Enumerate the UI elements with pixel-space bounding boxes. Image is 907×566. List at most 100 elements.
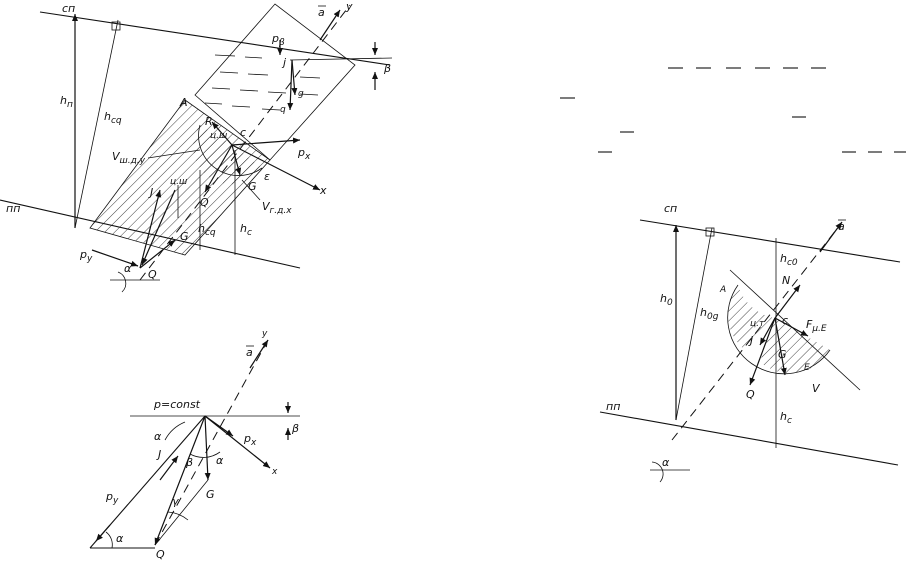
circle-arc-right — [727, 284, 831, 375]
Q-vector — [154, 415, 206, 546]
Q-vector-right — [749, 317, 776, 386]
label-G-r: G — [778, 348, 787, 361]
label-Q-center: Q — [200, 196, 209, 209]
section-line — [729, 269, 861, 391]
label-J: J — [148, 186, 153, 199]
label-a: a — [318, 6, 325, 19]
label-alpha-mid: α — [216, 454, 224, 467]
label-A-r: A — [719, 285, 726, 295]
label-ush-r: ц.т — [750, 319, 765, 329]
label-pp-r: пп — [606, 400, 620, 413]
label-ush-2: ц.ш — [170, 177, 187, 187]
figure-top-left: сп пп a y hп hcq pβ β j g q A R ц.ш c px… — [0, 0, 393, 293]
label-beta-mid: β — [185, 456, 193, 469]
label-ush: ц.ш — [210, 131, 227, 141]
label-h-c-r: hc — [780, 410, 792, 426]
label-pp: пп — [6, 202, 20, 215]
label-h-0: h0 — [660, 292, 673, 308]
label-a-b: a — [246, 346, 253, 359]
label-G-b: G — [206, 488, 215, 501]
V-vector — [774, 317, 787, 376]
a-vector — [319, 9, 341, 41]
h-0g-line — [675, 227, 713, 421]
label-G-right: G — [248, 180, 257, 193]
free-surface-line — [39, 11, 391, 66]
free-surface-right — [639, 219, 901, 263]
label-beta-top: β — [291, 422, 299, 435]
a-axis-dashed — [154, 339, 269, 546]
J-vector-right — [759, 317, 776, 346]
circle-arc — [198, 124, 263, 176]
label-alpha-bottom: α — [116, 532, 124, 545]
h-cg-line — [74, 19, 119, 229]
label-x: x — [319, 184, 327, 197]
figure-right: сп пп a hc0 N h0 h0g A ц.т c Fμ.E J G E … — [599, 202, 901, 483]
label-c: c — [240, 126, 246, 139]
label-sp-r: сп — [664, 202, 677, 215]
label-A: A — [179, 96, 188, 109]
bottom-right — [599, 411, 899, 466]
label-gamma: γ — [172, 495, 179, 508]
q-arrow — [291, 59, 298, 96]
label-j: j — [281, 56, 287, 69]
label-epsilon: ε — [264, 170, 270, 183]
scattered-dashes — [560, 67, 906, 153]
label-q: q — [280, 105, 286, 115]
circle-hatch — [193, 125, 262, 185]
label-h-c: hc — [240, 222, 252, 238]
label-Q-b: Q — [156, 548, 165, 561]
N-vector — [774, 284, 801, 319]
label-a-r: a — [838, 220, 845, 233]
hatched-region — [90, 100, 270, 255]
label-h-c0: hc0 — [780, 252, 798, 268]
label-h-p: hп — [60, 94, 73, 110]
label-N: N — [782, 274, 790, 287]
label-h-0g: h0g — [700, 306, 719, 322]
label-p-y-b: py — [105, 490, 119, 506]
label-p-beta: pβ — [271, 32, 285, 48]
label-R: R — [205, 115, 213, 128]
R-arrow — [211, 121, 233, 146]
x-axis-vector — [204, 415, 271, 469]
hatched-box-outline — [89, 99, 271, 256]
label-V-r: V — [812, 382, 821, 395]
label-alpha-r: α — [662, 456, 670, 469]
label-Q-bottom: Q — [148, 268, 157, 281]
label-p-const: p=const — [153, 398, 201, 411]
alpha-arc — [117, 271, 127, 293]
G-right-arrow — [231, 144, 242, 176]
y-axis-dashed — [139, 4, 351, 281]
label-sp: сп — [62, 2, 75, 15]
label-F: Fμ.E — [806, 318, 827, 334]
label-p-y: py — [79, 248, 93, 264]
label-alpha: α — [124, 262, 132, 275]
label-J-b: J — [156, 448, 161, 461]
p-x-vector — [204, 415, 234, 437]
label-V-gx: Vг.д.х — [262, 200, 292, 216]
label-c-r: c — [782, 314, 788, 327]
x-axis — [231, 144, 321, 191]
label-G-left: G — [180, 230, 189, 243]
label-E: E — [804, 363, 810, 373]
g-arrow — [287, 59, 294, 111]
upper-liquid-box — [194, 3, 356, 161]
label-y: y — [345, 0, 353, 13]
Q-bottom-arrow — [141, 189, 176, 266]
label-J-r: J — [748, 334, 753, 347]
figure-bottom-left: y a p=const β α J β α px x G py γ α Q — [89, 329, 300, 561]
Q-center-arrow — [204, 144, 233, 193]
p-x-arrow — [231, 137, 301, 146]
label-g: g — [298, 89, 304, 99]
G-vector — [204, 415, 211, 481]
J-vector — [159, 455, 179, 481]
J-arrow — [139, 189, 162, 269]
label-p-x-b: px — [243, 432, 257, 448]
label-y-b: y — [261, 329, 268, 339]
circle-hatch-right — [727, 285, 775, 350]
label-Q-r: Q — [746, 388, 755, 401]
label-x-b: x — [271, 467, 278, 477]
label-p-x: px — [297, 146, 311, 162]
horizontal-ref-top — [289, 57, 393, 61]
